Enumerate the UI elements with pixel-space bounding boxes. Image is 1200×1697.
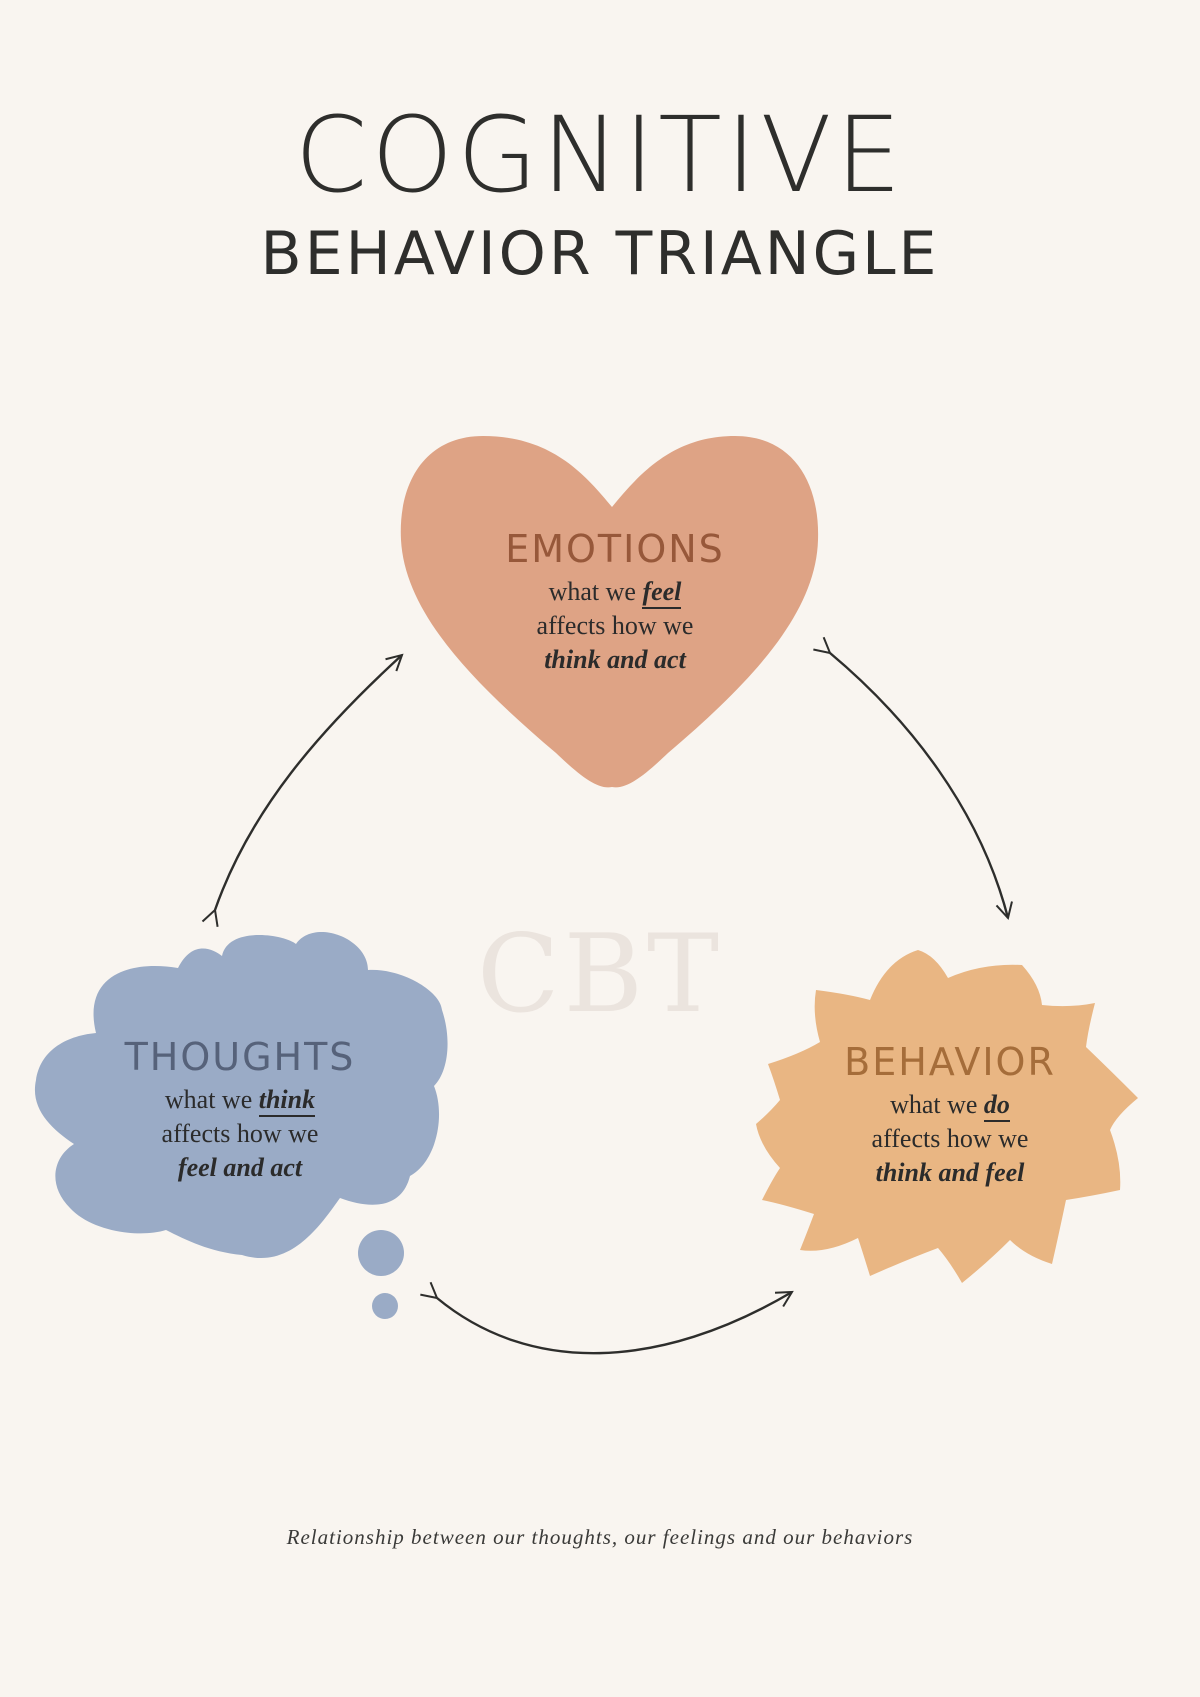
thought-cloud-shape <box>34 932 448 1259</box>
behavior-heading: BEHAVIOR <box>844 1040 1056 1084</box>
thought-bubble-large <box>358 1230 404 1276</box>
thoughts-line-2: affects how we <box>161 1119 319 1148</box>
behavior-line-1-text: what we <box>890 1090 984 1119</box>
behavior-keyword: do <box>983 1090 1010 1122</box>
arrow-thoughts-emotions <box>201 653 404 927</box>
heart-shape <box>400 436 819 788</box>
behavior-line-2: affects how we <box>871 1124 1029 1153</box>
caption: Relationship between our thoughts, our f… <box>286 1525 914 1549</box>
emotions-line-1: what we feel <box>470 575 760 609</box>
arrow-thoughts-behavior <box>420 1281 794 1355</box>
emotions-heading: EMOTIONS <box>505 527 725 571</box>
page-subtitle: BEHAVIOR TRIANGLE <box>260 219 940 289</box>
behavior-line-3: think and feel <box>875 1158 1025 1187</box>
emotions-node: EMOTIONS what we feel affects how we thi… <box>470 527 760 677</box>
behavior-node: BEHAVIOR what we do affects how we think… <box>800 1040 1100 1190</box>
thought-bubble-small <box>372 1293 398 1319</box>
behavior-starburst-shape <box>756 950 1138 1283</box>
page-title: COGNITIVE <box>294 94 906 216</box>
thoughts-line-1: what we think <box>90 1083 390 1117</box>
thoughts-keyword: think <box>258 1085 316 1117</box>
emotions-line-1-text: what we <box>548 577 643 606</box>
thoughts-line-3: feel and act <box>177 1153 303 1182</box>
cbt-watermark: CBT <box>476 912 724 1037</box>
thoughts-line-1-text: what we <box>164 1085 259 1114</box>
emotions-line-2: affects how we <box>536 611 694 640</box>
thoughts-node: THOUGHTS what we think affects how we fe… <box>90 1035 390 1185</box>
behavior-line-1: what we do <box>800 1088 1100 1122</box>
arrow-emotions-behavior <box>813 636 1013 921</box>
emotions-line-3: think and act <box>544 645 686 674</box>
emotions-keyword: feel <box>642 577 682 609</box>
thoughts-heading: THOUGHTS <box>124 1035 356 1079</box>
